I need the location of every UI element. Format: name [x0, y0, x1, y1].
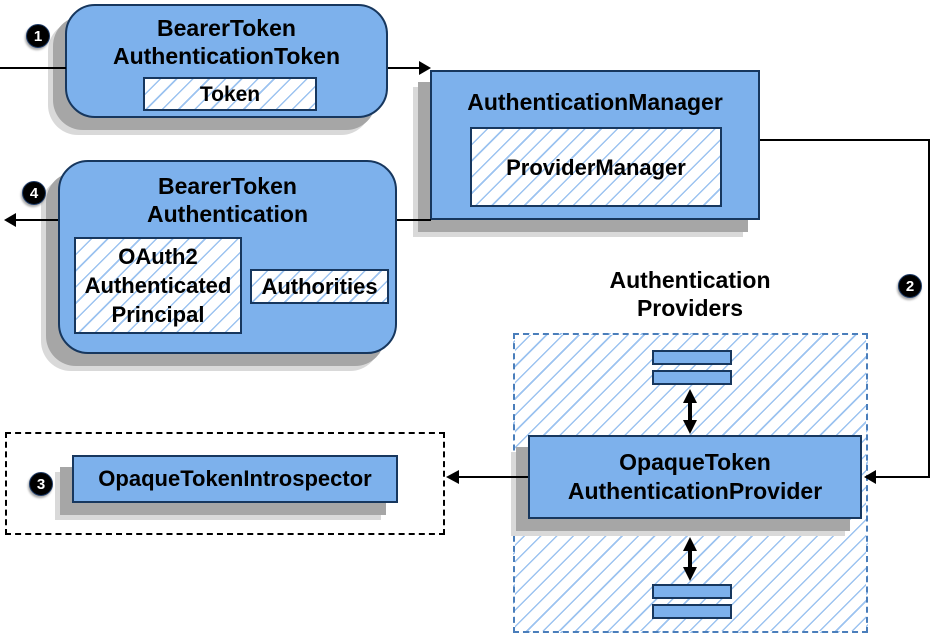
oauth2-authenticated-principal-box: OAuth2 Authenticated Principal: [74, 237, 242, 334]
bearer-token-authentication-token-node: BearerToken AuthenticationToken Token: [65, 4, 388, 118]
bearer-token-authentication-node: BearerToken Authentication OAuth2 Authen…: [58, 160, 397, 354]
step-2-badge: 2: [898, 274, 922, 298]
caption-line: Providers: [636, 295, 744, 321]
principal-label-line: OAuth2: [118, 244, 198, 269]
step-1-number: 1: [33, 27, 43, 45]
node-title: BearerToken Authentication: [60, 172, 395, 228]
authorities-label: Authorities: [261, 274, 378, 299]
opaque-token-authentication-provider-node: OpaqueToken AuthenticationProvider: [528, 435, 862, 519]
provider-bar: [652, 370, 732, 385]
node-title-line: OpaqueToken: [619, 449, 771, 475]
arrowhead-icon: [4, 213, 16, 227]
provider-bar: [652, 604, 732, 619]
node-title-line: AuthenticationProvider: [567, 478, 823, 504]
introspector-label: OpaqueTokenIntrospector: [98, 466, 372, 491]
principal-label-line: Principal: [111, 302, 205, 327]
provider-manager-label: ProviderManager: [506, 154, 686, 180]
provider-bar: [652, 584, 732, 599]
node-title-line: Authentication: [147, 201, 308, 227]
node-title: AuthenticationManager: [432, 88, 758, 116]
node-title: OpaqueToken AuthenticationProvider: [568, 448, 822, 506]
step-2-number: 2: [905, 277, 915, 295]
node-title-line: BearerToken: [158, 173, 297, 199]
authentication-providers-caption: Authentication Providers: [515, 266, 865, 322]
step-3-number: 3: [36, 475, 46, 493]
provider-manager-box: ProviderManager: [470, 127, 722, 207]
arrowhead-icon: [446, 470, 459, 484]
node-title-line: AuthenticationToken: [112, 43, 340, 69]
node-title-line: AuthenticationManager: [467, 89, 723, 115]
token-label: Token: [199, 82, 261, 106]
opaque-token-introspector-node: OpaqueTokenIntrospector: [72, 455, 398, 503]
node-title: BearerToken AuthenticationToken: [67, 14, 386, 70]
caption-line: Authentication: [609, 267, 771, 293]
provider-bar: [652, 350, 732, 365]
step-3-badge: 3: [29, 472, 53, 496]
authorities-box: Authorities: [250, 269, 389, 304]
authentication-manager-node: AuthenticationManager ProviderManager: [430, 70, 760, 220]
step-4-number: 4: [29, 184, 39, 202]
step-1-badge: 1: [26, 24, 50, 48]
token-box: Token: [143, 77, 317, 111]
principal-label-line: Authenticated: [84, 273, 232, 298]
step-4-badge: 4: [22, 181, 46, 205]
node-title-line: BearerToken: [157, 15, 296, 41]
